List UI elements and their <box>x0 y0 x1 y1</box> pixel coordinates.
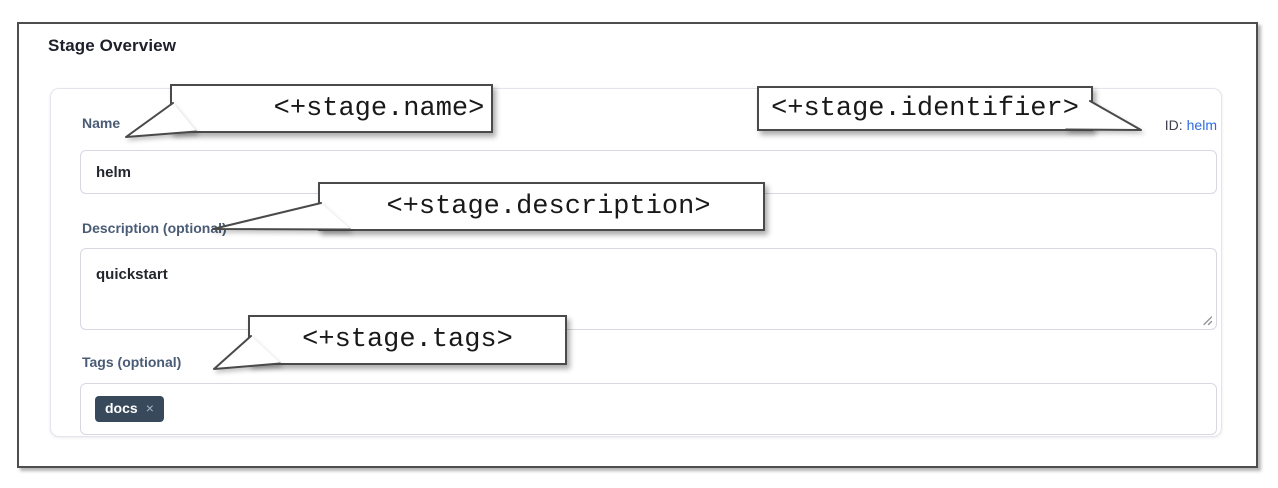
annotation-callout-identifier: <+stage.identifier> <box>757 86 1093 131</box>
annotation-text: <+stage.description> <box>386 191 711 222</box>
stage-id-line: ID:helm <box>1165 116 1217 134</box>
description-label: Description (optional) <box>82 220 227 236</box>
id-value-link[interactable]: helm <box>1186 117 1217 133</box>
tag-chip-label: docs <box>105 400 138 416</box>
annotation-text: <+stage.tags> <box>302 325 513 355</box>
resize-handle-icon[interactable] <box>1201 314 1213 326</box>
name-label: Name <box>82 115 121 131</box>
annotation-callout-description: <+stage.description> <box>318 182 765 231</box>
annotation-callout-tags: <+stage.tags> <box>248 315 567 365</box>
description-value: quickstart <box>96 266 168 283</box>
tags-input[interactable]: docs × <box>80 383 1217 435</box>
annotation-callout-name: <+stage.name> <box>170 84 493 133</box>
remove-tag-icon[interactable]: × <box>145 400 154 416</box>
id-prefix-label: ID: <box>1164 117 1183 133</box>
annotation-text: <+stage.identifier> <box>771 93 1079 124</box>
page-title: Stage Overview <box>48 36 177 55</box>
annotation-text: <+stage.name> <box>273 93 485 124</box>
tags-label: Tags (optional) <box>82 354 182 370</box>
tag-chip: docs × <box>95 396 164 422</box>
